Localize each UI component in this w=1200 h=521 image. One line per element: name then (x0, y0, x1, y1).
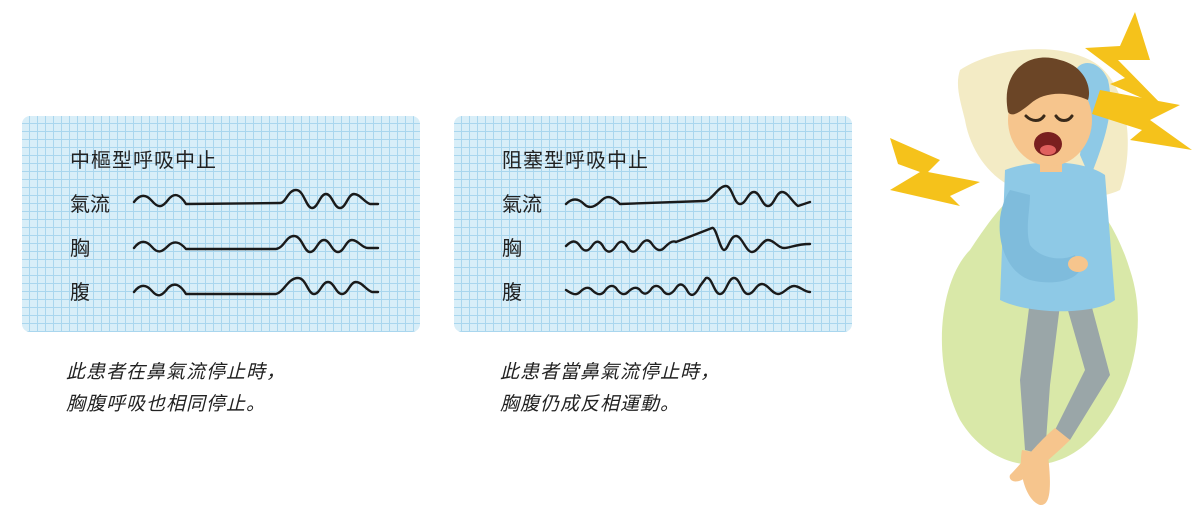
lightning-bolt-icon (1085, 12, 1165, 108)
airflow-label: 氣流 (70, 192, 110, 216)
right-leg (1055, 300, 1110, 440)
chest-waveform (132, 234, 380, 254)
airflow-waveform (132, 188, 380, 210)
central-apnea-caption: 此患者在鼻氣流停止時， 胸腹呼吸也相同停止。 (66, 356, 286, 420)
airflow-waveform (564, 184, 812, 209)
lower-arm (999, 190, 1080, 283)
airflow-label: 氣流 (502, 192, 542, 216)
tongue (1040, 145, 1056, 155)
panel-title: 阻塞型呼吸中止 (502, 148, 649, 172)
abdomen-waveform (132, 276, 380, 297)
caption-line: 胸腹仍成反相運動。 (500, 393, 681, 415)
caption-line: 此患者在鼻氣流停止時， (66, 361, 287, 383)
chest-waveform (564, 226, 812, 254)
obstructive-apnea-caption: 此患者當鼻氣流停止時， 胸腹仍成反相運動。 (500, 356, 720, 420)
obstructive-apnea-panel: 阻塞型呼吸中止 氣流 胸 腹 (454, 116, 852, 332)
chest-label: 胸 (70, 236, 90, 260)
abdomen-label: 腹 (70, 280, 90, 304)
hand (1068, 256, 1088, 272)
panel-title: 中樞型呼吸中止 (70, 148, 217, 172)
closed-eye (1054, 114, 1074, 122)
caption-line: 胸腹呼吸也相同停止。 (66, 393, 267, 415)
lightning-bolt-icon (1092, 90, 1192, 150)
abdomen-label: 腹 (502, 280, 522, 304)
caption-line: 此患者當鼻氣流停止時， (500, 361, 721, 383)
right-foot (1009, 428, 1070, 482)
central-apnea-panel: 中樞型呼吸中止 氣流 胸 腹 (22, 116, 420, 332)
closed-eye (1024, 114, 1046, 122)
chest-label: 胸 (502, 236, 522, 260)
snoring-man-illustration (890, 12, 1192, 506)
abdomen-waveform (564, 276, 812, 297)
hair (1006, 57, 1090, 115)
left-leg (1020, 300, 1060, 455)
lightning-bolt-icon (890, 138, 980, 206)
